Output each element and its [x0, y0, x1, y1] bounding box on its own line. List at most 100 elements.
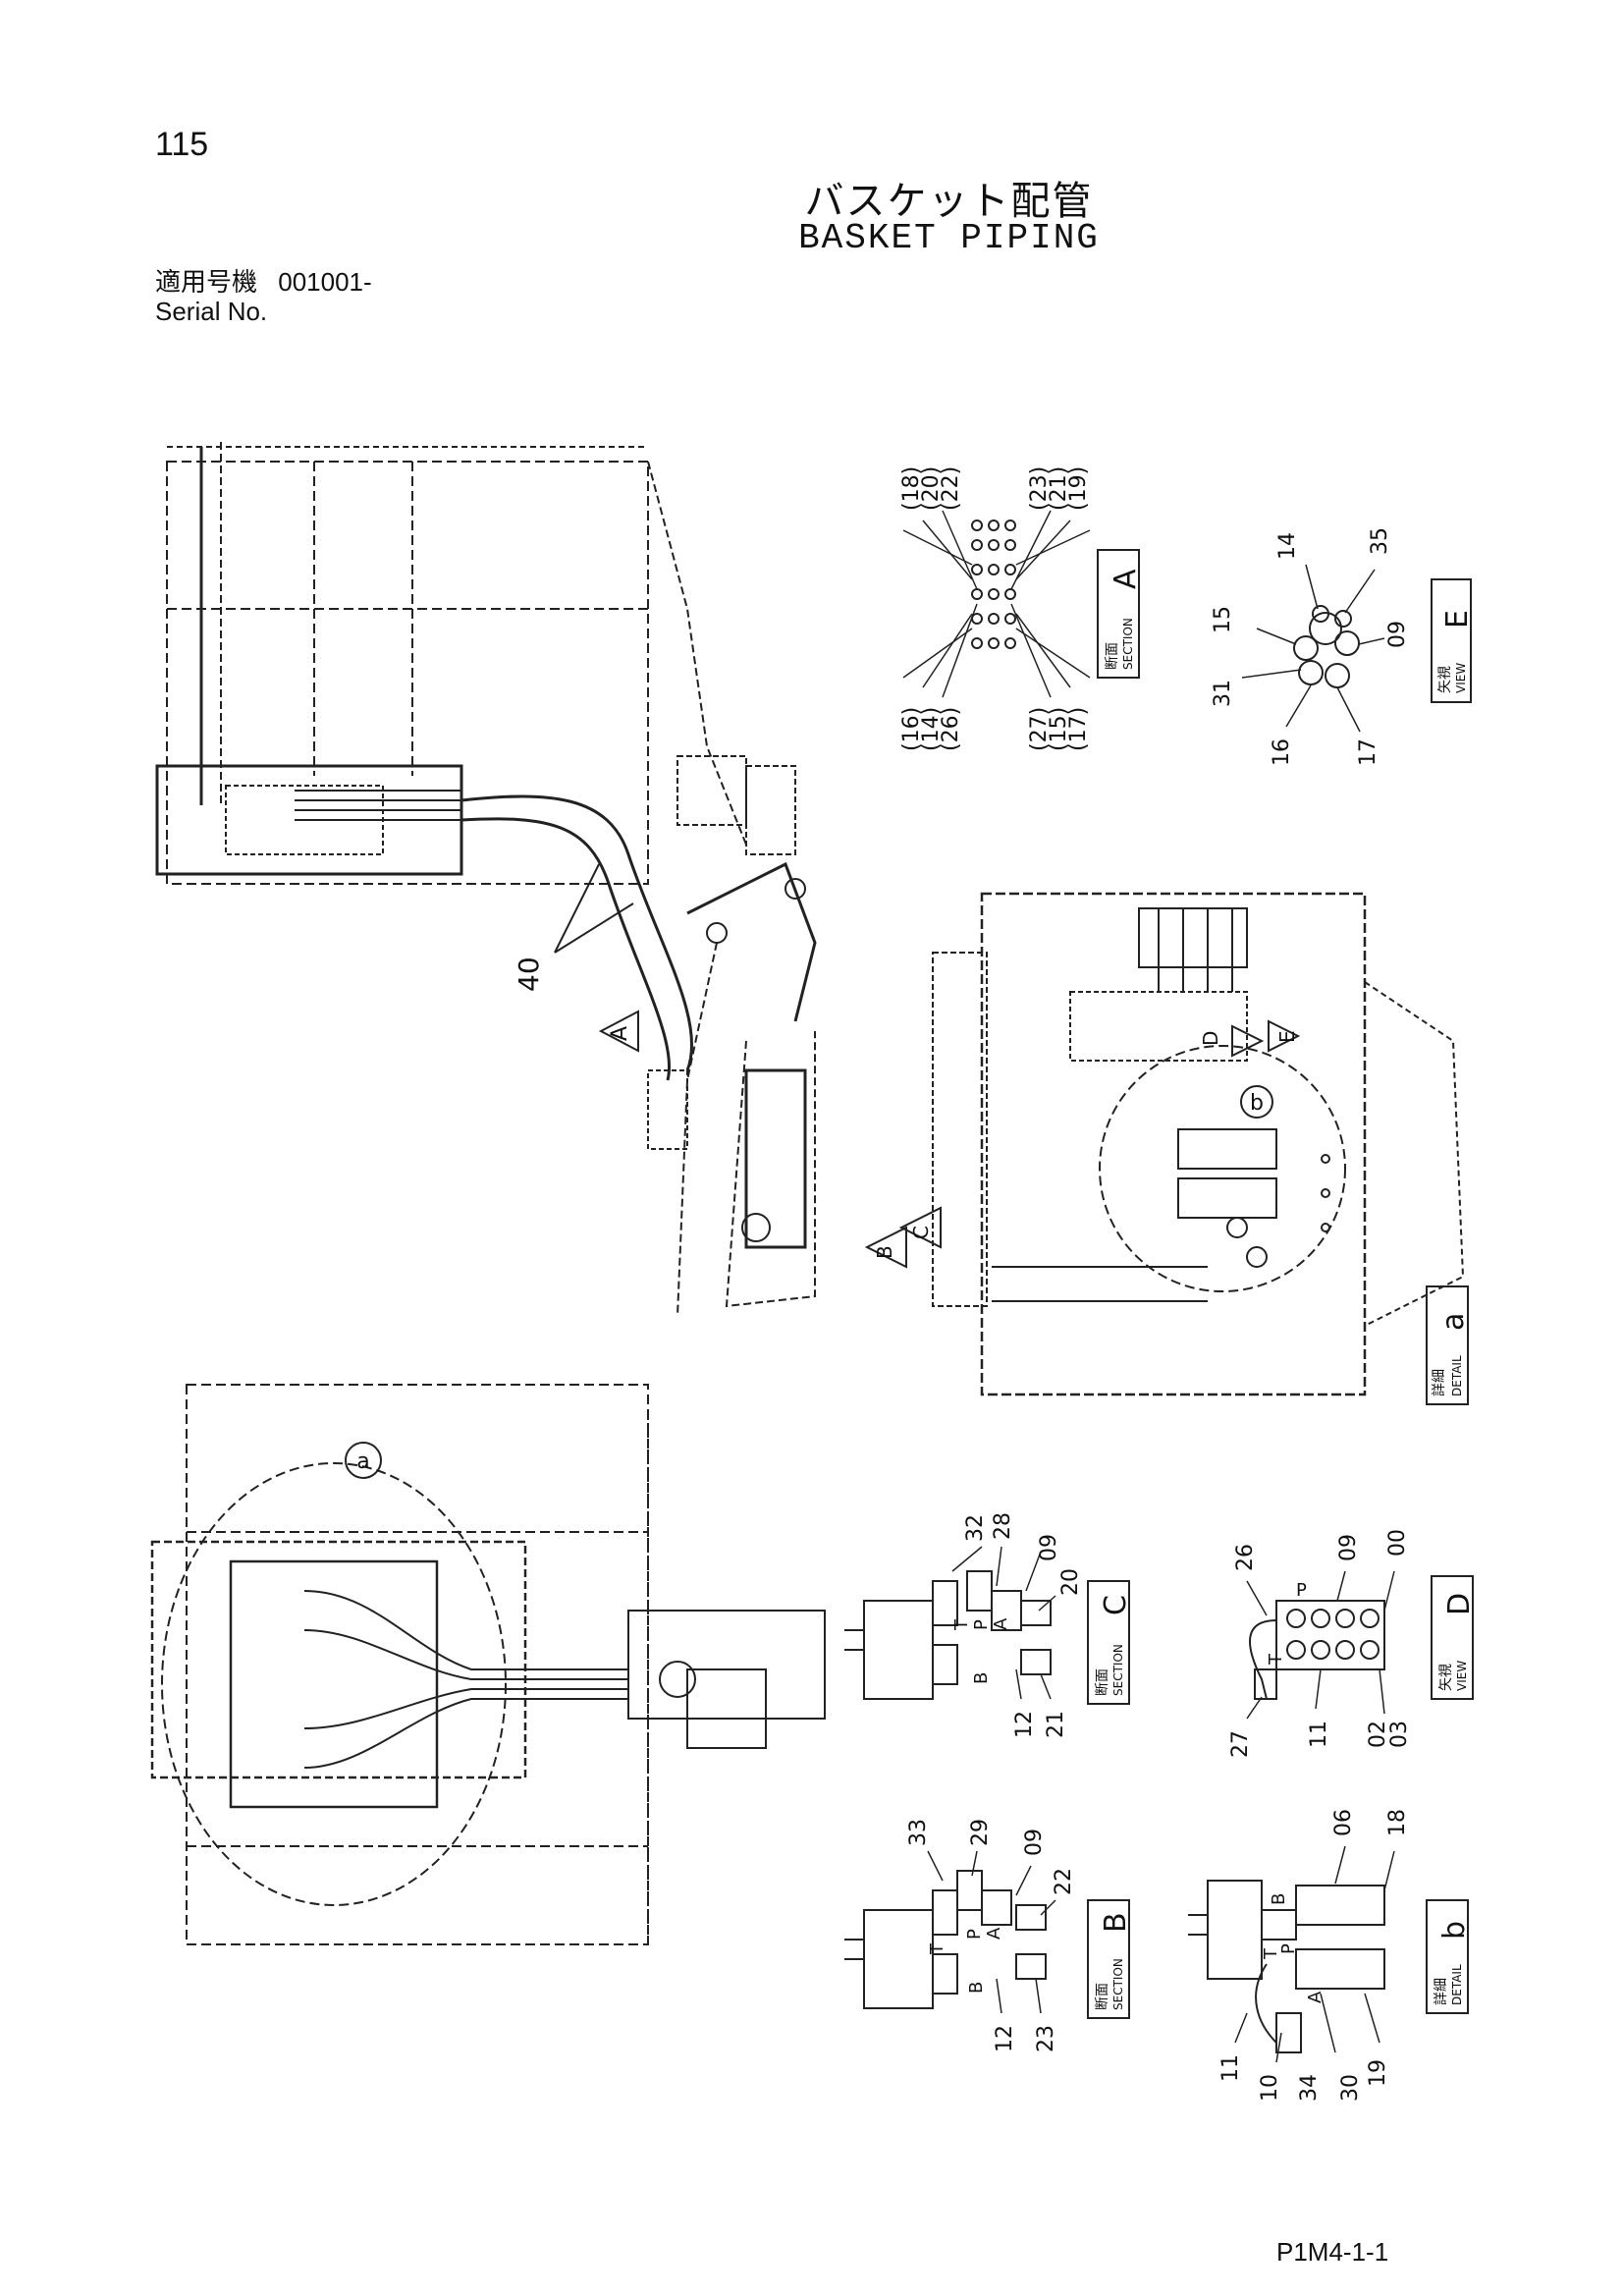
- drawing-code: P1M4-1-1: [1276, 2237, 1389, 2267]
- secA-right-top-1: (23): [1027, 466, 1052, 511]
- secA-letter: A: [1109, 569, 1143, 589]
- secC-port-P: P: [971, 1619, 992, 1630]
- serial-label-jp: 適用号機: [155, 267, 258, 297]
- viewD-port-T: T: [1266, 1653, 1286, 1666]
- serial-value: 001001-: [278, 267, 372, 297]
- detail-b-circle: [1099, 1045, 1346, 1292]
- secC-port-B: B: [971, 1672, 992, 1684]
- secC-part-28: 28: [991, 1512, 1015, 1540]
- section-B-label-box: [1087, 1899, 1130, 2019]
- arrow-B-label: B: [873, 1245, 896, 1259]
- section-C-diagram: [844, 1546, 1130, 1705]
- secB-part-22: 22: [1052, 1868, 1076, 1895]
- secC-letter: C: [1099, 1595, 1133, 1615]
- secC-port-A: A: [991, 1617, 1011, 1630]
- secB-part-12: 12: [993, 2025, 1017, 2052]
- viewD-part-27: 27: [1228, 1730, 1253, 1758]
- arrow-E-label: E: [1275, 1030, 1299, 1043]
- view-E-label-box: [1431, 578, 1472, 703]
- viewD-part-03: 03: [1387, 1721, 1412, 1748]
- secB-part-23: 23: [1034, 2025, 1058, 2052]
- title-english: BASKET PIPING: [798, 218, 1100, 258]
- secA-right-bottom-3: (17): [1066, 707, 1091, 751]
- secC-part-32: 32: [963, 1514, 988, 1542]
- viewD-part-11: 11: [1307, 1721, 1331, 1748]
- secB-part-29: 29: [968, 1819, 993, 1846]
- section-B-diagram: [844, 1850, 1130, 2019]
- detB-jp: 詳細: [1434, 1978, 1449, 2005]
- viewE-part-31: 31: [1211, 680, 1235, 707]
- secB-port-A: A: [984, 1927, 1004, 1940]
- secC-part-21: 21: [1044, 1711, 1068, 1738]
- detB-port-P: P: [1278, 1943, 1299, 1954]
- secB-label: SECTION: [1111, 1958, 1125, 2010]
- viewD-part-09: 09: [1336, 1534, 1361, 1561]
- section-A-label-box: [1097, 549, 1140, 679]
- title-japanese: バスケット配管: [804, 180, 1094, 223]
- basket-elevation-view: [155, 442, 817, 1317]
- viewE-part-16: 16: [1270, 738, 1294, 766]
- detB-part-30: 30: [1338, 2074, 1363, 2102]
- basket-frame: [166, 461, 649, 885]
- arrow-D-label: D: [1199, 1031, 1222, 1046]
- secB-port-P: P: [964, 1929, 985, 1940]
- secC-part-20: 20: [1058, 1568, 1083, 1596]
- detB-port-A: A: [1305, 1991, 1325, 2003]
- callout-40: 40: [513, 957, 545, 992]
- secC-part-09: 09: [1037, 1534, 1061, 1561]
- detail-a-diagram: [864, 892, 1469, 1405]
- viewD-jp: 矢視: [1438, 1664, 1454, 1691]
- view-D-diagram: [1246, 1570, 1474, 1720]
- secA-left-bottom-2: (14): [919, 707, 944, 751]
- secB-port-B: B: [966, 1982, 987, 1994]
- detB-part-10: 10: [1258, 2074, 1282, 2102]
- secA-left-top-1: (18): [899, 466, 924, 511]
- viewD-letter: D: [1442, 1593, 1477, 1615]
- detB-part-34: 34: [1297, 2074, 1322, 2102]
- secA-jp: 断面: [1105, 642, 1120, 670]
- detB-part-11: 11: [1218, 2054, 1243, 2082]
- secB-part-33: 33: [906, 1819, 931, 1846]
- secA-right-top-3: (19): [1066, 466, 1091, 511]
- section-A-diagram: [902, 510, 1140, 698]
- viewE-letter: E: [1440, 610, 1475, 629]
- secA-right-top-2: (21): [1047, 466, 1071, 511]
- basket-plan-view: [150, 1384, 826, 1945]
- detB-part-19: 19: [1366, 2059, 1390, 2087]
- secC-port-T: T: [951, 1618, 972, 1631]
- secA-right-bottom-1: (27): [1027, 707, 1052, 751]
- detailA-jp: 詳細: [1432, 1369, 1447, 1396]
- viewD-part-00: 00: [1385, 1529, 1410, 1557]
- secA-label: SECTION: [1121, 618, 1135, 670]
- plan-control-box: [229, 1559, 439, 1809]
- viewE-label: VIEW: [1454, 663, 1468, 693]
- callout-a: a: [356, 1449, 369, 1474]
- detailA-letter: a: [1436, 1313, 1471, 1331]
- secC-label: SECTION: [1111, 1644, 1125, 1696]
- detB-part-06: 06: [1331, 1809, 1356, 1836]
- page-number: 115: [155, 126, 209, 163]
- detB-part-18: 18: [1385, 1809, 1410, 1836]
- view-D-label-box: [1431, 1575, 1474, 1700]
- secB-port-T: T: [927, 1942, 947, 1955]
- viewD-label: VIEW: [1455, 1661, 1469, 1691]
- viewE-part-14: 14: [1275, 532, 1300, 560]
- serial-label-en: Serial No.: [155, 297, 268, 326]
- viewD-part-26: 26: [1233, 1544, 1258, 1571]
- secA-left-top-2: (20): [919, 466, 944, 511]
- circle-b-label: b: [1250, 1091, 1264, 1116]
- arrow-A-label: A: [608, 1026, 632, 1041]
- viewE-part-15: 15: [1211, 606, 1235, 633]
- detail-b-label-box: [1426, 1899, 1469, 2014]
- secA-right-bottom-2: (15): [1047, 707, 1071, 751]
- viewE-jp: 矢視: [1437, 666, 1453, 693]
- viewE-part-35: 35: [1368, 527, 1392, 555]
- arrow-C-label: C: [909, 1226, 933, 1239]
- secB-jp: 断面: [1095, 1983, 1110, 2010]
- viewE-part-17: 17: [1356, 738, 1380, 766]
- viewE-part-09: 09: [1385, 621, 1410, 648]
- detB-port-T: T: [1261, 1947, 1281, 1960]
- detB-letter: b: [1437, 1921, 1472, 1940]
- detailA-label: DETAIL: [1450, 1355, 1464, 1396]
